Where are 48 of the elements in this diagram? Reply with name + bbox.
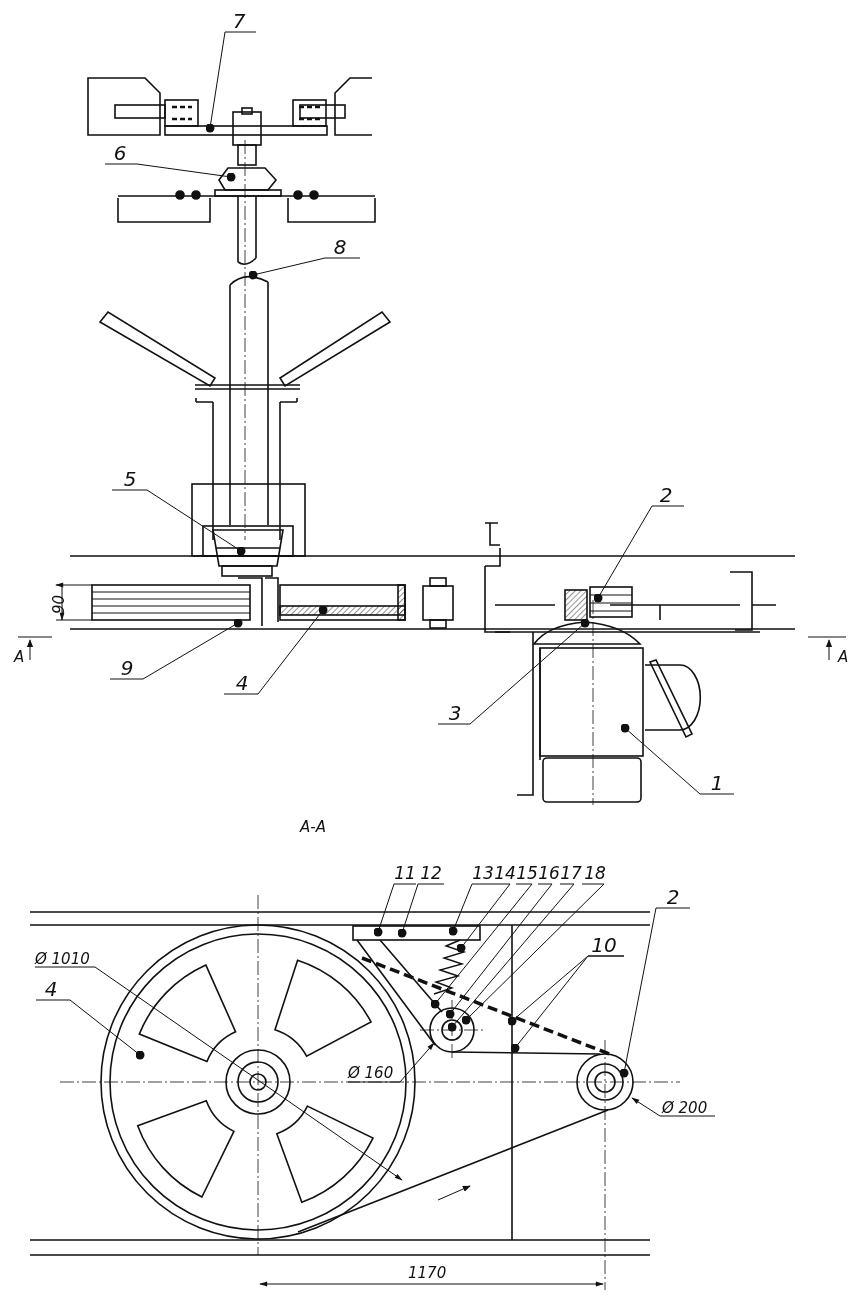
leader-line — [205, 31, 257, 133]
callout-number: 9 — [110, 657, 144, 679]
leader-line — [104, 163, 236, 182]
section-mark: A — [14, 648, 25, 666]
callout-number: 11 — [394, 862, 416, 884]
leader-line — [619, 907, 691, 1078]
leader-line — [430, 883, 533, 1009]
callout-number: 14 — [494, 862, 516, 884]
leader-line — [456, 883, 511, 953]
leader-line — [111, 489, 246, 556]
callout-number: 3 — [438, 702, 472, 724]
leader-line — [445, 883, 553, 1019]
leader-line — [397, 883, 445, 938]
callout-number: 18 — [582, 862, 608, 884]
callout-number: 13 — [472, 862, 494, 884]
section-mark: A — [838, 648, 849, 666]
callout-number: 10 — [584, 934, 624, 956]
callout-number: 16 — [538, 862, 560, 884]
dimension-value: Ø 1010 — [35, 950, 90, 968]
leader-line — [248, 257, 361, 280]
callout-number: 12 — [418, 862, 444, 884]
leader-line — [620, 723, 735, 795]
leader-line — [437, 618, 590, 725]
leader-line — [373, 883, 417, 937]
leader-line — [461, 883, 605, 1025]
leader-line — [448, 883, 495, 936]
dimension-value: 1170 — [408, 1264, 447, 1282]
dimension-value: Ø 160 — [348, 1064, 394, 1082]
callout-number: 15 — [516, 862, 538, 884]
callout-number: 1 — [700, 772, 734, 794]
callout-number: 4 — [224, 672, 260, 694]
callout-number: 2 — [648, 484, 684, 506]
dimension-value: Ø 200 — [662, 1099, 708, 1117]
leader-line — [223, 605, 328, 695]
leader-line — [35, 999, 145, 1060]
leader-line — [447, 883, 575, 1032]
callout-number: 8 — [320, 236, 360, 258]
callout-number: 17 — [560, 862, 582, 884]
callout-number: 2 — [656, 886, 690, 908]
section-title: A-A — [300, 818, 326, 836]
leader-line — [109, 618, 243, 680]
leader-line — [593, 505, 685, 603]
callout-number: 6 — [103, 142, 137, 164]
callout-number: 7 — [222, 10, 256, 32]
leader-line — [510, 955, 625, 1053]
callout-number: 5 — [112, 468, 148, 490]
callout-number: 4 — [36, 978, 66, 1000]
dimension-value: 90 — [50, 594, 68, 614]
